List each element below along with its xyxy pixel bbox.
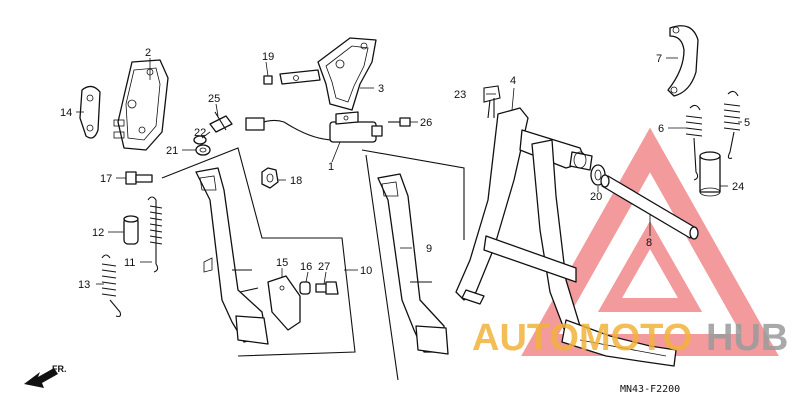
part-11-spring: [147, 196, 163, 273]
part-19-bolt: [263, 69, 321, 85]
callout-3: 3: [378, 83, 384, 95]
part-9-side-stand: [377, 173, 449, 355]
part-15-rubber: [267, 275, 301, 331]
callout-26: 26: [420, 117, 432, 129]
part-24-sleeve: [699, 151, 721, 197]
callout-2: 2: [145, 47, 151, 59]
part-25-bolt: [209, 111, 233, 133]
callout-1: 1: [328, 161, 334, 173]
watermark-right: HUB: [706, 317, 788, 359]
part-4-main-stand: [455, 107, 677, 367]
callout-6: 6: [658, 123, 664, 135]
callout-4: 4: [510, 75, 516, 87]
group-9-frame: [361, 149, 465, 381]
part-7-arm: [667, 25, 699, 97]
watermark-left: AUTOMOTO: [472, 317, 692, 359]
part-5-spring: [723, 90, 741, 159]
part-3-bracket: [317, 37, 377, 111]
part-2-bracket: [113, 59, 169, 151]
part-6-spring: [685, 104, 703, 181]
drawing-code: MN43-F2200: [620, 384, 680, 395]
part-26-bolt: [388, 117, 411, 127]
callout-27: 27: [318, 261, 330, 273]
part-22-washer: [193, 135, 207, 145]
part-12-collar: [123, 215, 139, 245]
callout-5: 5: [744, 117, 750, 129]
callout-22: 22: [194, 127, 206, 139]
callout-13: 13: [78, 279, 90, 291]
callout-25: 25: [208, 93, 220, 105]
callout-15: 15: [276, 257, 288, 269]
part-18-nut: [261, 167, 279, 189]
callout-21: 21: [166, 145, 178, 157]
callout-12: 12: [92, 227, 104, 239]
callout-23: 23: [454, 89, 466, 101]
callout-10: 10: [360, 265, 372, 277]
part-1-switch: [245, 111, 383, 143]
group-10-frame: [161, 147, 356, 357]
part-17-bolt: [125, 171, 153, 185]
part-21-nut: [195, 144, 211, 156]
callout-16: 16: [300, 261, 312, 273]
front-arrow: FR.: [24, 364, 67, 388]
watermark-text: AUTOMOTO HUB: [472, 317, 788, 359]
part-13-spring: [101, 254, 122, 318]
part-16-collar: [299, 281, 311, 295]
front-label: FR.: [52, 364, 67, 374]
callout-7: 7: [656, 53, 662, 65]
part-8-shaft: [600, 174, 699, 240]
callout-14: 14: [60, 107, 72, 119]
callouts: 1 2 3 4 5 6 7 8 9 10 11 12 13 14 15 16 1…: [60, 47, 750, 291]
part-23-pin: [483, 85, 501, 119]
part-14-plate: [79, 85, 101, 139]
leader-lines: [76, 57, 742, 285]
callout-17: 17: [100, 173, 112, 185]
callout-24: 24: [732, 181, 744, 193]
part-10-side-stand: [195, 167, 269, 345]
callout-8: 8: [646, 237, 652, 249]
callout-11: 11: [124, 257, 135, 269]
part-27-bolt: [315, 281, 339, 295]
watermark-triangle-logo: [521, 127, 779, 356]
callout-20: 20: [590, 191, 602, 203]
callout-9: 9: [426, 243, 432, 255]
callout-18: 18: [290, 175, 302, 187]
callout-19: 19: [262, 51, 274, 63]
